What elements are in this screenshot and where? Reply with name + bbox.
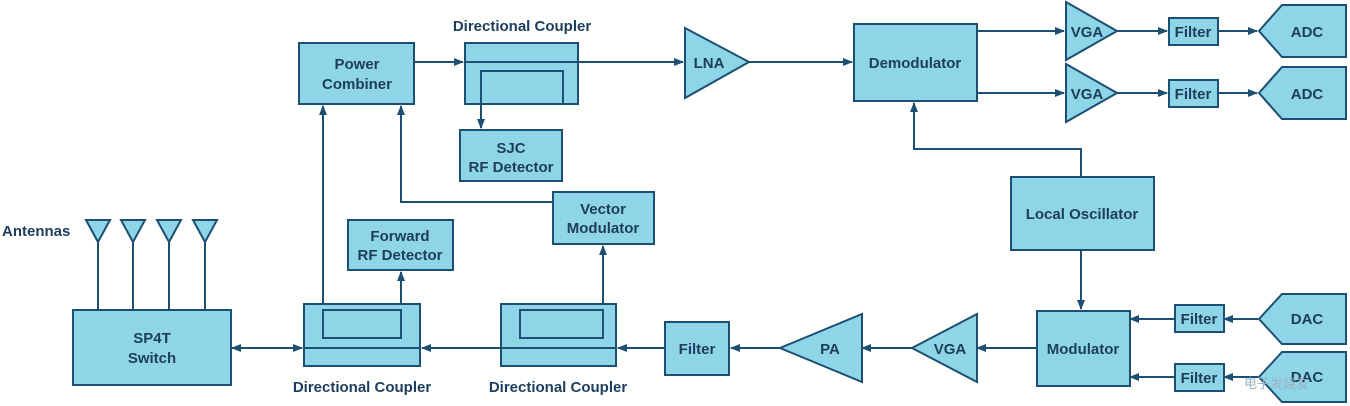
modulator-label: Modulator	[1047, 341, 1120, 358]
adc2: ADC	[1257, 66, 1347, 120]
antenna-icon	[155, 219, 183, 245]
dc-bottom-left-caption: Directional Coupler	[293, 379, 432, 396]
antenna-array: Antennas	[2, 219, 219, 245]
pa-label: PA	[820, 341, 840, 358]
sjc-label-line1: SJC	[496, 140, 525, 157]
sp4t-switch-block: SP4T Switch	[72, 309, 232, 386]
sjc-rf-detector-block: SJC RF Detector	[459, 129, 563, 182]
dc-top-caption: Directional Coupler	[453, 18, 592, 35]
local-oscillator-block: Local Oscillator	[1010, 176, 1155, 251]
vector-modulator-label-line2: Modulator	[567, 220, 640, 237]
dc-bottom-mid-caption: Directional Coupler	[489, 379, 628, 396]
demodulator-block: Demodulator	[853, 23, 978, 102]
vector-modulator-label-line1: Vector	[580, 201, 626, 218]
vga-tx: VGA	[909, 312, 978, 384]
power-combiner-block: Power Combiner	[298, 42, 415, 105]
filter-tx: Filter	[664, 321, 730, 376]
directional-coupler-bottom-mid: Directional Coupler	[489, 303, 628, 396]
filter-tx1: Filter	[1174, 304, 1225, 333]
sp4t-switch-label-line2: Switch	[128, 350, 176, 367]
vga-tx-label: VGA	[934, 341, 967, 358]
forward-detector-label-line1: Forward	[370, 228, 429, 245]
antenna-icon	[119, 219, 147, 245]
vga-rx2-label: VGA	[1071, 86, 1104, 103]
antenna-icon	[191, 219, 219, 245]
sjc-label-line2: RF Detector	[468, 159, 553, 176]
modulator-block: Modulator	[1036, 310, 1131, 387]
lna-amplifier: LNA	[684, 26, 752, 100]
filter-tx2: Filter	[1174, 363, 1225, 392]
forward-detector-label-line2: RF Detector	[357, 247, 442, 264]
filter-tx-label: Filter	[679, 341, 716, 358]
antennas-label: Antennas	[2, 223, 70, 240]
filter-rx2: Filter	[1168, 79, 1219, 108]
filter-rx2-label: Filter	[1175, 86, 1212, 103]
pa-amplifier: PA	[777, 312, 863, 384]
adc2-label: ADC	[1291, 86, 1324, 103]
lna-label: LNA	[694, 55, 725, 72]
forward-rf-detector-block: Forward RF Detector	[347, 219, 454, 271]
sp4t-switch-label-line1: SP4T	[133, 330, 171, 347]
filter-rx1: Filter	[1168, 17, 1219, 46]
dac2: DAC	[1257, 351, 1347, 403]
power-combiner-label-line2: Combiner	[322, 76, 392, 93]
adc1: ADC	[1257, 4, 1347, 58]
power-combiner-label-line1: Power	[334, 56, 379, 73]
local-oscillator-label: Local Oscillator	[1026, 206, 1139, 223]
vector-modulator-block: Vector Modulator	[552, 191, 655, 245]
filter-tx1-label: Filter	[1181, 311, 1218, 328]
directional-coupler-bottom-left: Directional Coupler	[293, 303, 432, 396]
dac2-label: DAC	[1291, 369, 1324, 386]
dac1-label: DAC	[1291, 311, 1324, 328]
filter-rx1-label: Filter	[1175, 24, 1212, 41]
antenna-icon	[84, 219, 112, 245]
filter-tx2-label: Filter	[1181, 370, 1218, 387]
vga-rx1: VGA	[1065, 0, 1120, 62]
adc1-label: ADC	[1291, 24, 1324, 41]
watermark-text: 电子发烧友	[1244, 376, 1309, 392]
vga-rx1-label: VGA	[1071, 24, 1104, 41]
demodulator-label: Demodulator	[869, 55, 962, 72]
vga-rx2: VGA	[1065, 62, 1120, 124]
dac1: DAC	[1257, 293, 1347, 345]
directional-coupler-top: Directional Coupler	[453, 18, 592, 105]
